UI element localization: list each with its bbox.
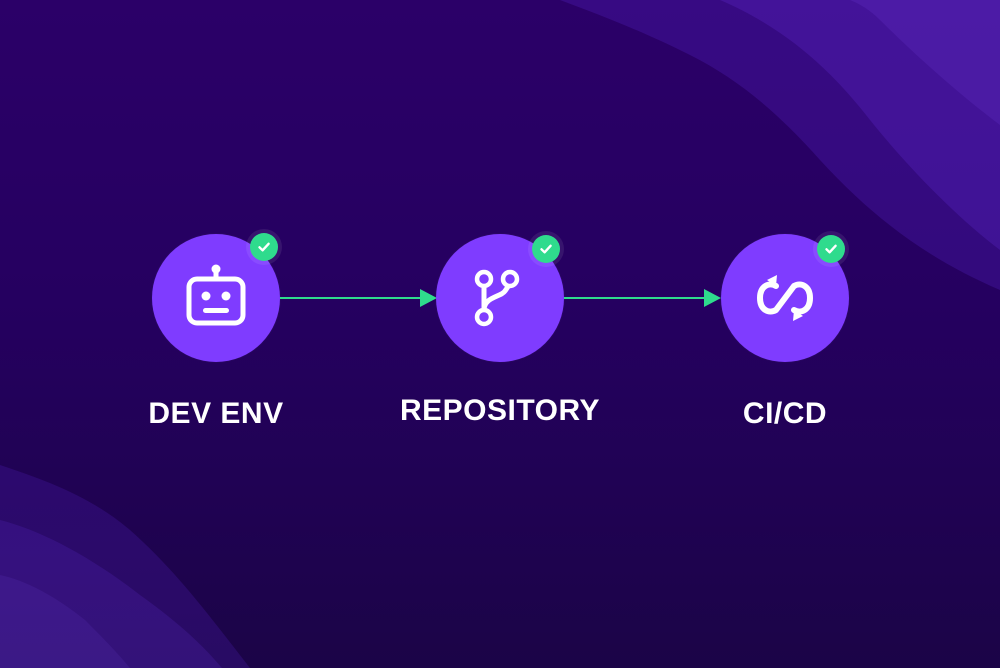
arrow-right-icon bbox=[704, 289, 721, 307]
refresh-infinity-icon bbox=[757, 275, 813, 321]
wave-top-right bbox=[560, 0, 1000, 290]
step-repository bbox=[436, 234, 564, 362]
step-label-repository: REPOSITORY bbox=[399, 394, 601, 427]
check-icon bbox=[825, 244, 837, 254]
wave-bottom-left bbox=[0, 465, 250, 668]
step-label-dev-env: DEV ENV bbox=[148, 397, 284, 430]
status-badge bbox=[532, 235, 560, 263]
step-label-ci-cd: CI/CD bbox=[742, 397, 828, 430]
wave-bottom-left-3 bbox=[0, 575, 130, 668]
git-branch-icon bbox=[474, 269, 520, 327]
arrow-right-icon bbox=[420, 289, 437, 307]
status-badge bbox=[250, 233, 278, 261]
check-icon bbox=[258, 242, 270, 252]
wave-top-right-2 bbox=[720, 0, 1000, 250]
wave-top-right-3 bbox=[850, 0, 1000, 125]
step-ci-cd bbox=[721, 234, 849, 362]
wave-bottom-left-2 bbox=[0, 520, 222, 668]
robot-icon bbox=[186, 264, 246, 326]
check-icon bbox=[540, 244, 552, 254]
step-dev-env bbox=[152, 233, 280, 362]
status-badge bbox=[817, 235, 845, 263]
